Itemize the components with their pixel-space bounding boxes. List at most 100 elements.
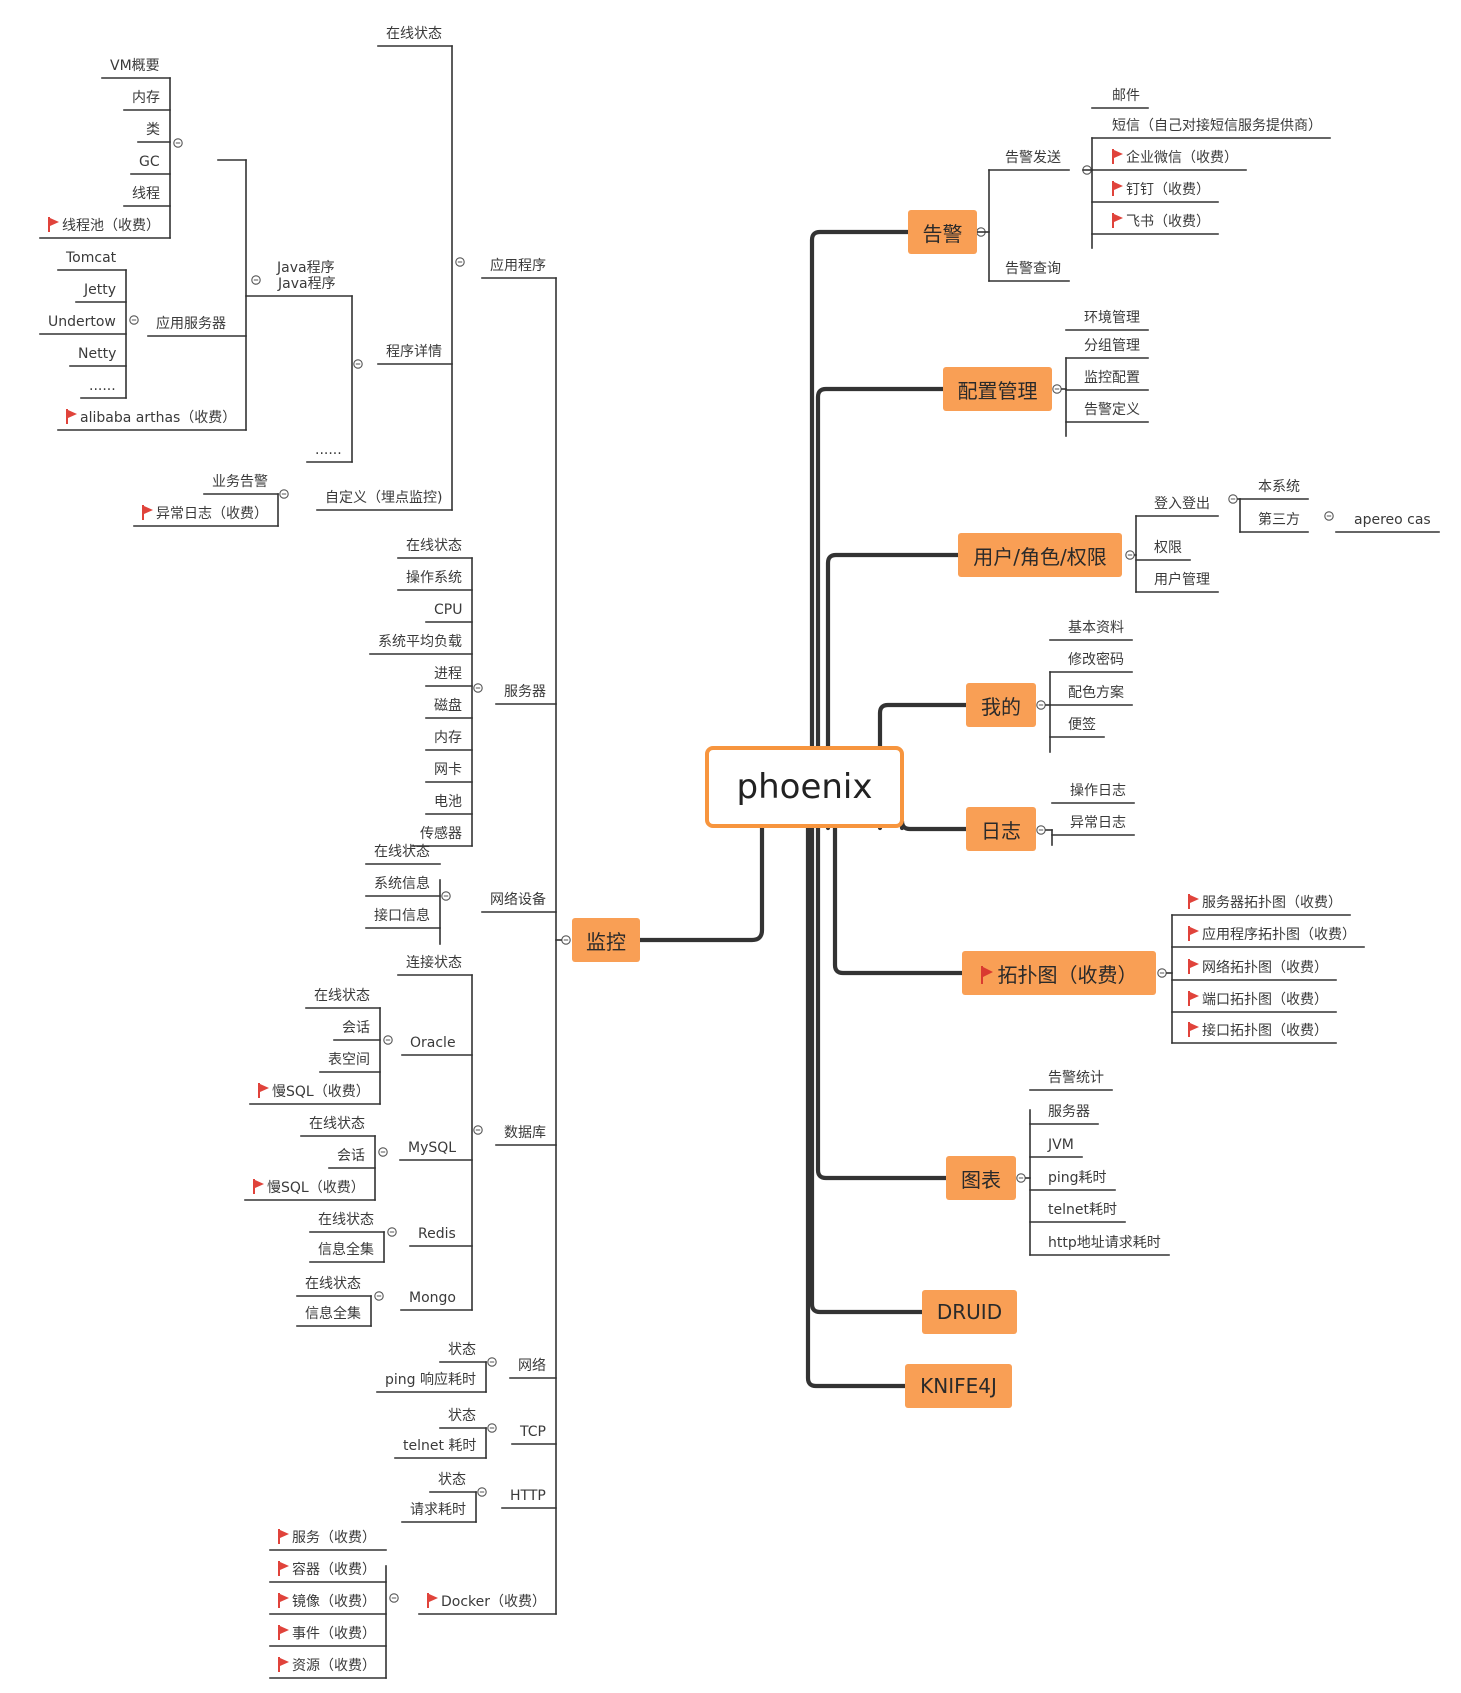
docker-node[interactable]: Docker（收费） xyxy=(427,1593,546,1611)
network-device-node[interactable]: 网络设备 xyxy=(490,891,546,909)
root-topic[interactable]: phoenix xyxy=(705,746,904,828)
mysql-node[interactable]: MySQL xyxy=(408,1139,456,1157)
database-node[interactable]: 数据库 xyxy=(504,1124,546,1142)
http-node[interactable]: HTTP xyxy=(510,1487,546,1505)
oracle-node[interactable]: Oracle xyxy=(410,1034,456,1052)
tcp-item-node[interactable]: telnet 耗时 xyxy=(403,1437,476,1455)
app-node[interactable]: 应用程序 xyxy=(490,257,546,275)
alarm-channel-node[interactable]: 钉钉（收费） xyxy=(1112,181,1210,199)
server-node[interactable]: 服务器 xyxy=(504,683,546,701)
user-mgmt-node[interactable]: 用户管理 xyxy=(1154,571,1210,589)
more-node[interactable]: ...... xyxy=(315,441,342,459)
log-topic[interactable]: 日志 xyxy=(966,807,1036,851)
chart-item-node[interactable]: JVM xyxy=(1048,1136,1074,1154)
topology-item-node[interactable]: 接口拓扑图（收费） xyxy=(1188,1022,1328,1040)
login-node[interactable]: 登入登出 xyxy=(1154,495,1210,513)
docker-item-node[interactable]: 镜像（收费） xyxy=(278,1593,376,1611)
redis-item-node[interactable]: 在线状态 xyxy=(318,1211,374,1229)
alarm-channel-node[interactable]: 短信（自己对接短信服务提供商） xyxy=(1112,117,1322,135)
java-program-node[interactable]: Java程序 xyxy=(277,259,335,277)
app-server-item-node[interactable]: Tomcat xyxy=(66,249,116,267)
network-item-node[interactable]: ping 响应耗时 xyxy=(385,1371,476,1389)
topology-item-node[interactable]: 服务器拓扑图（收费） xyxy=(1188,894,1342,912)
log-item-node[interactable]: 操作日志 xyxy=(1070,782,1126,800)
chart-item-node[interactable]: http地址请求耗时 xyxy=(1048,1234,1161,1252)
http-item-node[interactable]: 请求耗时 xyxy=(410,1501,466,1519)
jvm-item-node[interactable]: GC xyxy=(139,153,160,171)
app-server-node[interactable]: 应用服务器 xyxy=(156,315,226,333)
mine-item-node[interactable]: 修改密码 xyxy=(1068,651,1124,669)
custom-item-node[interactable]: 业务告警 xyxy=(212,473,268,491)
app-server-item-node[interactable]: ...... xyxy=(89,377,116,395)
user-role-topic[interactable]: 用户/角色/权限 xyxy=(958,533,1122,577)
permission-node[interactable]: 权限 xyxy=(1154,539,1182,557)
mine-item-node[interactable]: 配色方案 xyxy=(1068,684,1124,702)
chart-item-node[interactable]: telnet耗时 xyxy=(1048,1201,1117,1219)
cas-node[interactable]: apereo cas xyxy=(1354,511,1431,529)
config-item-node[interactable]: 告警定义 xyxy=(1084,401,1140,419)
redis-node[interactable]: Redis xyxy=(418,1225,456,1243)
log-item-node[interactable]: 异常日志 xyxy=(1070,814,1126,832)
java-program-label[interactable]: Java程序 xyxy=(278,275,336,293)
network-node[interactable]: 网络 xyxy=(518,1357,546,1375)
mindmap-node[interactable]: 告警查询 xyxy=(1005,260,1061,278)
docker-item-node[interactable]: 资源（收费） xyxy=(278,1657,376,1675)
app-server-item-node[interactable]: Jetty xyxy=(84,281,116,299)
server-metric-node[interactable]: 磁盘 xyxy=(434,697,462,715)
config-item-node[interactable]: 监控配置 xyxy=(1084,369,1140,387)
server-metric-node[interactable]: 进程 xyxy=(434,665,462,683)
config-item-node[interactable]: 分组管理 xyxy=(1084,337,1140,355)
app-server-item-node[interactable]: Undertow xyxy=(48,313,116,331)
alarm-channel-node[interactable]: 飞书（收费） xyxy=(1112,213,1210,231)
self-auth-node[interactable]: 本系统 xyxy=(1258,478,1300,496)
netdev-item-node[interactable]: 系统信息 xyxy=(374,875,430,893)
alarm-topic[interactable]: 告警 xyxy=(908,210,977,254)
server-metric-node[interactable]: 电池 xyxy=(434,793,462,811)
docker-item-node[interactable]: 容器（收费） xyxy=(278,1561,376,1579)
jvm-item-node[interactable]: VM概要 xyxy=(110,57,160,75)
redis-item-node[interactable]: 信息全集 xyxy=(318,1241,374,1259)
chart-item-node[interactable]: 服务器 xyxy=(1048,1103,1090,1121)
netdev-item-node[interactable]: 接口信息 xyxy=(374,907,430,925)
oracle-item-node[interactable]: 表空间 xyxy=(328,1051,370,1069)
app-server-item-node[interactable]: Netty xyxy=(78,345,116,363)
server-metric-node[interactable]: 在线状态 xyxy=(406,537,462,555)
http-item-node[interactable]: 状态 xyxy=(438,1471,466,1489)
program-detail-node[interactable]: 程序详情 xyxy=(386,343,442,361)
alarm-channel-node[interactable]: 企业微信（收费） xyxy=(1112,149,1238,167)
jvm-item-node[interactable]: 线程池（收费） xyxy=(48,217,160,235)
mysql-item-node[interactable]: 会话 xyxy=(337,1147,365,1165)
tcp-item-node[interactable]: 状态 xyxy=(448,1407,476,1425)
server-metric-node[interactable]: 网卡 xyxy=(434,761,462,779)
docker-item-node[interactable]: 事件（收费） xyxy=(278,1625,376,1643)
alarm-channel-node[interactable]: 邮件 xyxy=(1112,87,1140,105)
db-conn-node[interactable]: 连接状态 xyxy=(406,954,462,972)
druid-topic[interactable]: DRUID xyxy=(922,1290,1017,1334)
oracle-item-node[interactable]: 慢SQL（收费） xyxy=(258,1083,370,1101)
knife4j-topic[interactable]: KNIFE4J xyxy=(905,1364,1012,1408)
docker-item-node[interactable]: 服务（收费） xyxy=(278,1529,376,1547)
oracle-item-node[interactable]: 会话 xyxy=(342,1019,370,1037)
mine-topic[interactable]: 我的 xyxy=(966,683,1036,727)
mongo-item-node[interactable]: 在线状态 xyxy=(305,1275,361,1293)
third-party-node[interactable]: 第三方 xyxy=(1258,511,1300,529)
app-online-node[interactable]: 在线状态 xyxy=(386,25,442,43)
custom-monitor-node[interactable]: 自定义（埋点监控) xyxy=(325,489,442,507)
server-metric-node[interactable]: 系统平均负载 xyxy=(378,633,462,651)
server-metric-node[interactable]: 内存 xyxy=(434,729,462,747)
config-item-node[interactable]: 环境管理 xyxy=(1084,309,1140,327)
arthas-node[interactable]: alibaba arthas（收费） xyxy=(66,409,236,427)
mine-item-node[interactable]: 便签 xyxy=(1068,716,1096,734)
mine-item-node[interactable]: 基本资料 xyxy=(1068,619,1124,637)
chart-item-node[interactable]: ping耗时 xyxy=(1048,1169,1107,1187)
mindmap-node[interactable]: 告警发送 xyxy=(1005,149,1061,167)
mysql-item-node[interactable]: 慢SQL（收费） xyxy=(253,1179,365,1197)
mongo-node[interactable]: Mongo xyxy=(409,1289,456,1307)
jvm-item-node[interactable]: 线程 xyxy=(132,185,160,203)
chart-item-node[interactable]: 告警统计 xyxy=(1048,1069,1104,1087)
server-metric-node[interactable]: 传感器 xyxy=(420,825,462,843)
chart-topic[interactable]: 图表 xyxy=(946,1156,1016,1200)
network-item-node[interactable]: 状态 xyxy=(448,1341,476,1359)
jvm-item-node[interactable]: 内存 xyxy=(132,89,160,107)
server-metric-node[interactable]: CPU xyxy=(434,601,462,619)
